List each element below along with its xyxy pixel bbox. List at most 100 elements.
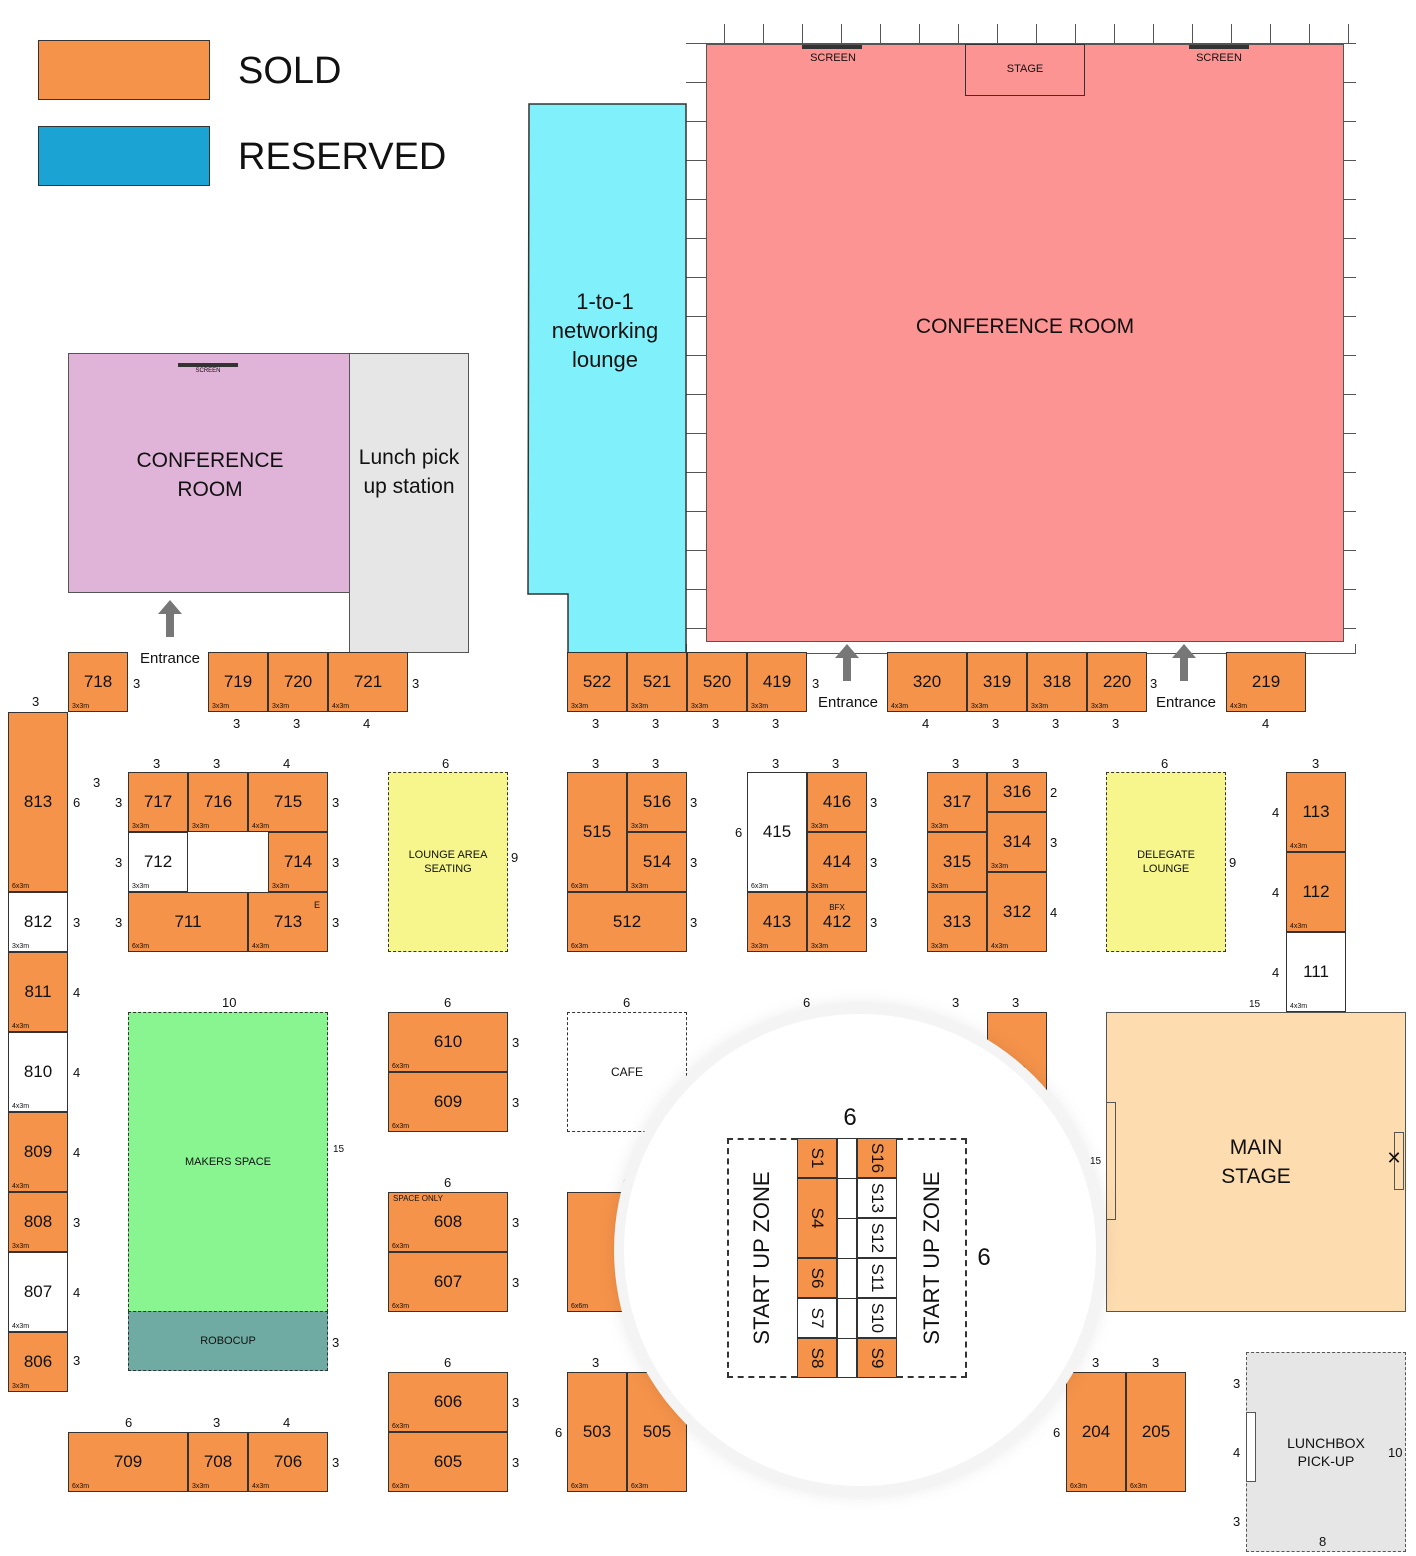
dimension-label: 3 (870, 855, 878, 870)
dimension-label: 3 (832, 756, 840, 771)
startup-stand-s8[interactable]: S8 (797, 1338, 837, 1378)
lunch-pickup-station[interactable] (349, 353, 469, 653)
startup-zone-right[interactable] (897, 1138, 967, 1378)
startup-stand-s4[interactable]: S4 (797, 1178, 837, 1258)
booth-size: 3x3m (751, 943, 769, 950)
startup-stand-s13[interactable]: S13 (857, 1178, 897, 1218)
networking-lounge-shape[interactable] (526, 102, 690, 656)
booth-number: 113 (1302, 802, 1330, 821)
startup-stand-s9[interactable]: S9 (857, 1338, 897, 1378)
entrance-label-3[interactable]: Entrance (1155, 694, 1217, 711)
startup-stand-s10[interactable]: S10 (857, 1298, 897, 1338)
lounge-area-seating[interactable]: LOUNGE AREA SEATING (388, 772, 508, 952)
main-stage[interactable]: MAIN STAGE (1106, 1012, 1406, 1312)
entrance-label-2[interactable]: Entrance (817, 694, 879, 711)
booth-size: 3x3m (212, 703, 230, 710)
main-conference-room[interactable]: CONFERENCE ROOM (706, 44, 1344, 642)
booth-size: 4x3m (1290, 1003, 1308, 1010)
startup-stand-s6[interactable]: S6 (797, 1258, 837, 1298)
startup-stand-s7[interactable]: S7 (797, 1298, 837, 1338)
booth-number: 713 (273, 912, 303, 931)
robocup-label: ROBOCUP (200, 1335, 256, 1347)
startup-stand-s1[interactable]: S1 (797, 1138, 837, 1178)
small-conference-room[interactable] (68, 353, 350, 593)
booth-size: 3x3m (691, 703, 709, 710)
booth-316[interactable]: 316 (987, 772, 1047, 812)
booth-note: SPACE ONLY (393, 1194, 443, 1203)
booth-number: 314 (1002, 832, 1032, 851)
startup-stand-s16[interactable]: S16 (857, 1138, 897, 1178)
delegate-lounge[interactable]: DELEGATE LOUNGE (1106, 772, 1226, 952)
startup-zone-left[interactable] (727, 1138, 797, 1378)
startup-dim-top: 6 (843, 1104, 857, 1131)
robocup[interactable]: ROBOCUP (128, 1311, 328, 1371)
booth-size: 3x3m (811, 823, 829, 830)
startup-stand-s11[interactable]: S11 (857, 1258, 897, 1298)
dimension-label: 3 (870, 795, 878, 810)
reserved-label: RESERVED (238, 136, 447, 178)
lunchbox-pickup[interactable]: LUNCHBOX PICK-UP (1246, 1352, 1406, 1552)
booth-number: 318 (1042, 672, 1072, 691)
entrance-label-1[interactable]: Entrance (139, 650, 201, 667)
makers-space[interactable]: MAKERS SPACE (128, 1012, 328, 1312)
startup-stand-s12[interactable]: S12 (857, 1218, 897, 1258)
